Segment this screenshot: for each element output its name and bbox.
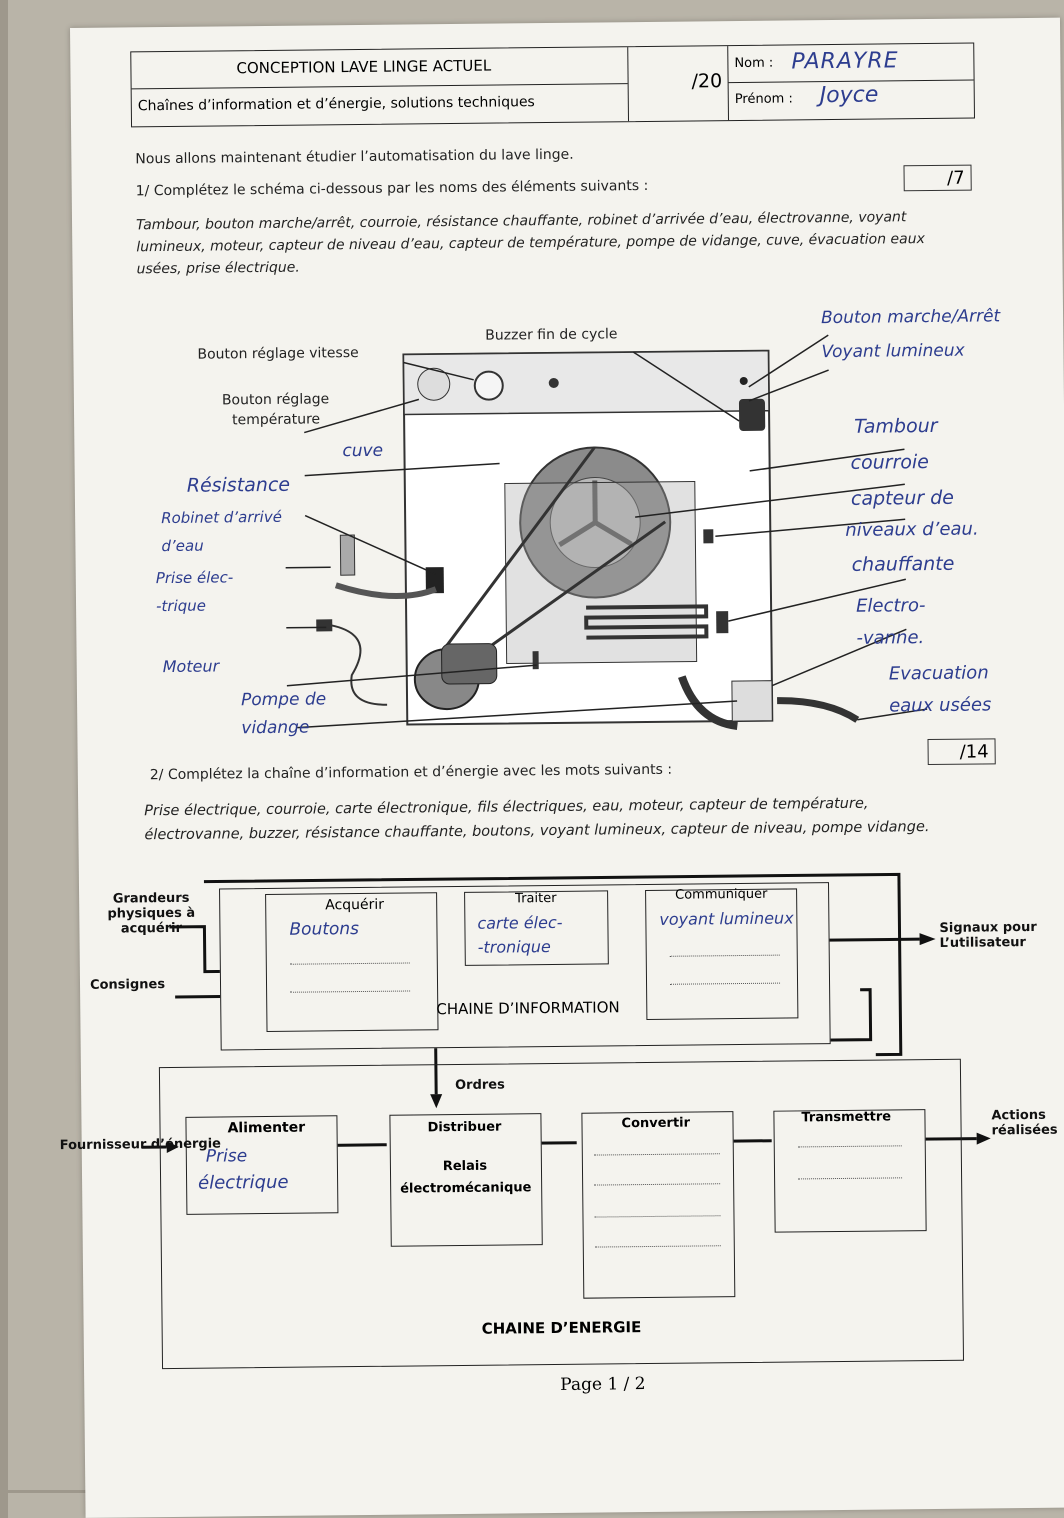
moteur-body bbox=[441, 643, 498, 685]
answer-electro-1: Electro- bbox=[855, 595, 926, 617]
intro-text: Nous allons maintenant étudier l’automat… bbox=[135, 146, 574, 168]
q2-words-1: Prise électrique, courroie, carte électr… bbox=[144, 795, 869, 820]
cable bbox=[331, 624, 388, 706]
q2-score: /14 bbox=[927, 738, 996, 766]
answer-robinet-1: Robinet d’arrivé bbox=[161, 507, 282, 528]
pompe-vidange bbox=[731, 680, 773, 722]
nom-value: PARAYRE bbox=[791, 48, 899, 75]
label-vitesse: Bouton réglage vitesse bbox=[197, 344, 359, 363]
label-temp-2: température bbox=[232, 411, 321, 429]
label-buzzer: Buzzer fin de cycle bbox=[485, 326, 618, 344]
label-grandeurs: Grandeurs physiques à acquérir bbox=[107, 890, 196, 937]
answer-voyant: Voyant lumineux bbox=[821, 340, 965, 363]
acquerir-title: Acquérir bbox=[325, 896, 385, 914]
distribuer-value: Relais électromécanique bbox=[400, 1158, 532, 1197]
washing-machine-diagram bbox=[285, 334, 928, 731]
label-actions: Actions réalisées bbox=[991, 1107, 1058, 1139]
bouton-marche-arret bbox=[738, 398, 766, 431]
transmettre-box bbox=[773, 1109, 927, 1233]
answer-prise-1: Prise élec- bbox=[155, 568, 234, 588]
answer-prise-2: -trique bbox=[155, 596, 207, 616]
answer-evacuation-1: Evacuation bbox=[888, 662, 989, 685]
capteur-temperature bbox=[532, 651, 539, 670]
answer-bouton-marche: Bouton marche/Arrêt bbox=[820, 306, 1001, 329]
answer-tambour: Tambour bbox=[854, 414, 938, 438]
worksheet-page: CONCEPTION LAVE LINGE ACTUEL Chaînes d’i… bbox=[60, 17, 1064, 1518]
communiquer-title: Communiquer bbox=[675, 886, 768, 903]
answer-cuve: cuve bbox=[342, 440, 384, 462]
label-consignes: Consignes bbox=[89, 977, 166, 993]
convertir-box bbox=[581, 1111, 736, 1299]
transmettre-title: Transmettre bbox=[801, 1109, 892, 1126]
label-fournisseur: Fournisseur d’énergie bbox=[59, 1136, 222, 1154]
answer-capteur-2: niveaux d’eau. bbox=[845, 518, 979, 541]
nom-label: Nom : bbox=[734, 55, 774, 72]
communiquer-answer: voyant lumineux bbox=[659, 908, 794, 929]
alimenter-answer-2: électrique bbox=[197, 1171, 289, 1194]
answer-robinet-2: d’eau bbox=[161, 536, 204, 556]
capteur-niveau bbox=[703, 529, 714, 544]
distribuer-title: Distribuer bbox=[427, 1119, 502, 1136]
traiter-answer-2: -tronique bbox=[477, 937, 551, 957]
buzzer bbox=[548, 377, 559, 388]
evacuation bbox=[777, 697, 860, 723]
info-chain-title: CHAINE D’INFORMATION bbox=[436, 998, 620, 1019]
answer-pompe-1: Pompe de bbox=[240, 689, 327, 711]
answer-moteur: Moteur bbox=[162, 656, 220, 677]
energy-chain-title: CHAINE D’ENERGIE bbox=[481, 1318, 642, 1338]
doc-title: CONCEPTION LAVE LINGE ACTUEL bbox=[236, 56, 492, 78]
answer-capteur-1: capteur de bbox=[850, 486, 955, 510]
robinet bbox=[339, 534, 356, 576]
prise bbox=[316, 619, 333, 632]
q1-score: /7 bbox=[903, 164, 972, 192]
speed-knob bbox=[417, 367, 451, 401]
answer-courroie: courroie bbox=[850, 451, 930, 474]
convertir-title: Convertir bbox=[621, 1115, 691, 1132]
prenom-label: Prénom : bbox=[734, 91, 793, 108]
alimenter-title: Alimenter bbox=[227, 1119, 306, 1137]
resistance-chauffante bbox=[584, 604, 709, 640]
total-score: /20 bbox=[691, 70, 723, 93]
traiter-answer-1: carte élec- bbox=[477, 912, 563, 933]
q1-words-1: Tambour, bouton marche/arrêt, courroie, … bbox=[135, 209, 907, 234]
temp-knob bbox=[473, 370, 504, 401]
alimenter-answer-1: Prise bbox=[205, 1146, 248, 1167]
electrovanne-left bbox=[425, 567, 444, 594]
answer-evacuation-2: eaux usées bbox=[889, 694, 992, 717]
q1-title: 1/ Complétez le schéma ci-dessous par le… bbox=[135, 177, 649, 200]
traiter-title: Traiter bbox=[515, 890, 557, 907]
q1-words-3: usées, prise électrique. bbox=[136, 259, 300, 278]
voyant-lumineux bbox=[739, 376, 748, 385]
answer-resistance: Résistance bbox=[186, 473, 291, 497]
acquerir-answer: Boutons bbox=[289, 919, 360, 940]
prenom-value: Joyce bbox=[819, 82, 879, 109]
answer-chauffante: chauffante bbox=[851, 552, 955, 576]
page-number: Page 1 / 2 bbox=[560, 1374, 646, 1395]
q1-words-2: lumineux, moteur, capteur de niveau d’ea… bbox=[136, 231, 925, 256]
header-table: CONCEPTION LAVE LINGE ACTUEL Chaînes d’i… bbox=[130, 42, 975, 128]
answer-electro-2: -vanne. bbox=[856, 627, 925, 649]
answer-pompe-2: vidange bbox=[241, 717, 310, 739]
label-temp-1: Bouton réglage bbox=[221, 391, 330, 409]
label-signaux: Signaux pour L’utilisateur bbox=[939, 919, 1037, 951]
